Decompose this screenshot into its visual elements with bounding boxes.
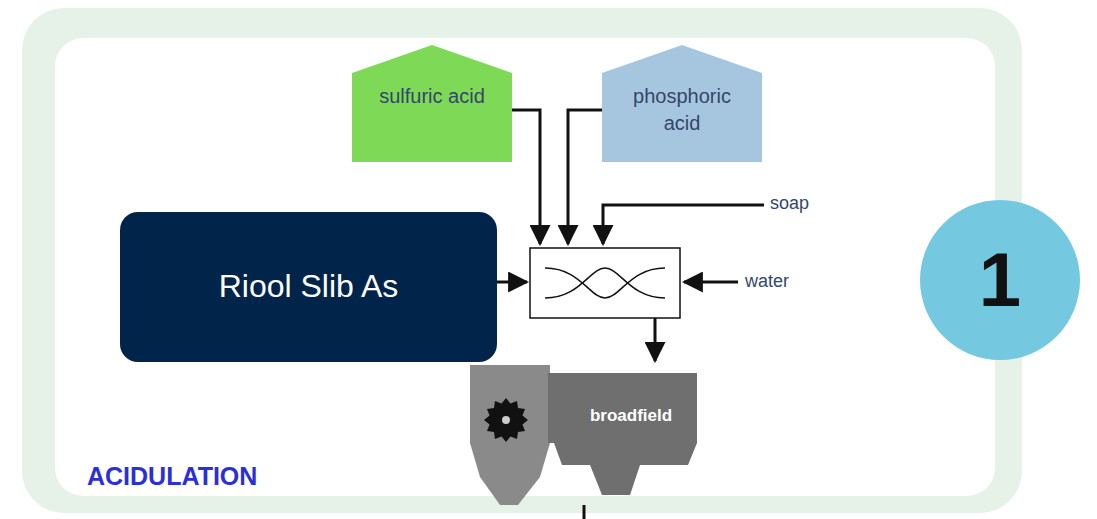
input-label: water: [745, 271, 789, 292]
inner-panel: [55, 38, 995, 496]
outlet-line: [583, 505, 586, 519]
step-number: 1: [920, 200, 1080, 360]
machine-body: [470, 365, 550, 443]
feed-line: [568, 110, 602, 244]
machine-hopper: [554, 443, 697, 495]
machine-hopper: [470, 443, 550, 505]
input-label: soap: [770, 193, 809, 214]
feed-line: [684, 281, 738, 284]
mixer-symbol: [545, 268, 665, 298]
mixer-box: [530, 248, 680, 318]
tank-outline: [602, 45, 762, 162]
node-text: phosphoric acid: [622, 83, 742, 137]
node-text: Riool Slib As: [219, 265, 399, 308]
feed-line: [654, 318, 657, 361]
input-tank: sulfuric acid: [352, 45, 512, 162]
node-text: 1: [979, 229, 1021, 332]
feed-line: [512, 110, 540, 244]
node-text: broadfield: [590, 405, 672, 428]
node-text: sulfuric acid: [379, 83, 485, 110]
input-tank: phosphoric acid: [602, 45, 762, 162]
saw-blade: [484, 398, 528, 442]
tank-outline: [352, 45, 512, 162]
section-title: ACIDULATION: [87, 462, 257, 491]
saw-hub: [502, 416, 510, 424]
mixer-symbol: [545, 268, 665, 298]
feed-line: [497, 281, 527, 284]
machine: broadfield: [470, 365, 697, 505]
machine-body: [548, 373, 697, 443]
outer-panel: [22, 8, 1022, 513]
feed-line: [603, 205, 764, 244]
input-box: Riool Slib As: [120, 212, 497, 362]
machine-outline: [470, 365, 697, 505]
